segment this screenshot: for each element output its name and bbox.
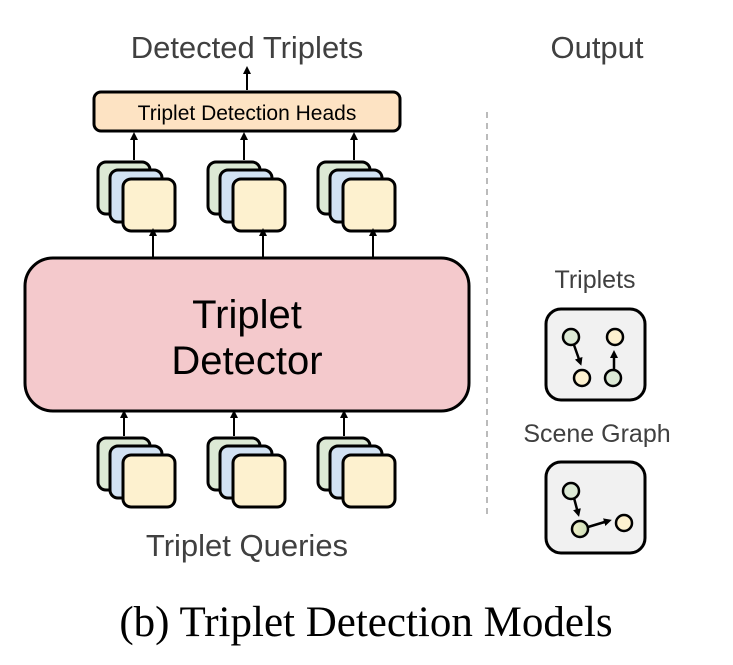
- output-query-card-yellow: [121, 177, 177, 233]
- triplet-node-subject-2: [603, 368, 623, 388]
- scene-graph-box: [544, 460, 647, 555]
- detected-triplets-label: Detected Triplets: [131, 30, 364, 65]
- input-query-card-yellow: [341, 453, 397, 509]
- heads-label: Triplet Detection Heads: [138, 102, 357, 125]
- triplet-query-stacks: [96, 410, 397, 509]
- input-query-stack: [96, 436, 177, 509]
- output-title: Output: [550, 30, 643, 65]
- scene-graph-edge-2: [587, 518, 612, 529]
- triplet-detector: Triplet Detector: [23, 256, 471, 413]
- scene-graph-node-3: [614, 513, 634, 533]
- scene-graph-node-2: [570, 519, 590, 539]
- triplet-node-subject-1: [561, 327, 581, 347]
- scene-graph-node-1: [561, 481, 581, 501]
- triplets-output-box: [544, 307, 647, 402]
- figure-caption: (b) Triplet Detection Models: [119, 599, 612, 646]
- input-query-card-yellow: [231, 453, 287, 509]
- triplets-box: [544, 307, 647, 402]
- triplet-edge-1: [572, 344, 583, 366]
- detector-box: [23, 256, 471, 413]
- triplet-queries-label: Triplet Queries: [146, 528, 348, 563]
- output-query-stack: [96, 160, 177, 233]
- triplet-node-object-1: [572, 368, 592, 388]
- output-scene-graph-label: Scene Graph: [523, 420, 670, 448]
- detector-label-line2: Detector: [171, 339, 322, 383]
- output-triplets-label: Triplets: [554, 266, 635, 294]
- output-query-stacks: [96, 132, 397, 258]
- triplet-detection-heads: Triplet Detection Heads: [92, 90, 402, 133]
- heads-box: [92, 90, 402, 133]
- output-query-stack: [316, 160, 397, 233]
- output-query-card-yellow: [231, 177, 287, 233]
- input-query-stack: [316, 436, 397, 509]
- scene-graph-output-box: [544, 460, 647, 555]
- output-query-card-yellow: [341, 177, 397, 233]
- input-query-stack: [206, 436, 287, 509]
- triplet-node-object-2: [605, 327, 625, 347]
- input-query-card-yellow: [121, 453, 177, 509]
- output-query-stack: [206, 160, 287, 233]
- scene-graph-edge-1: [572, 497, 581, 517]
- detector-label-line1: Triplet: [192, 293, 302, 337]
